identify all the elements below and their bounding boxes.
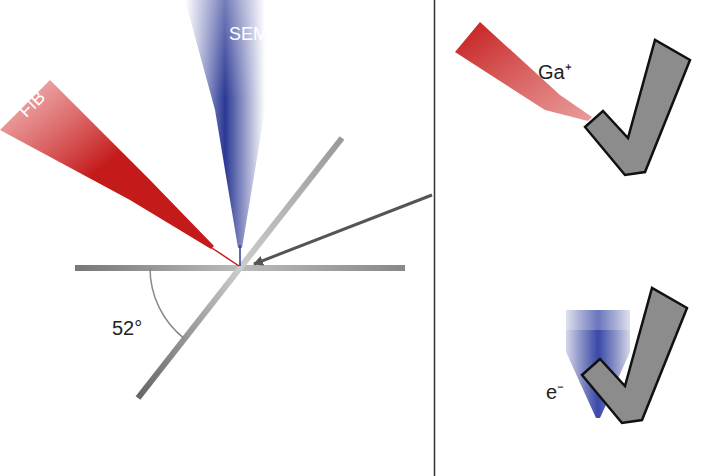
electron-label: e⁻ — [546, 382, 564, 402]
angle-label: 52° — [112, 318, 142, 338]
beam-label: SEM — [229, 25, 268, 43]
ion-label: Ga⁺ — [538, 62, 572, 82]
